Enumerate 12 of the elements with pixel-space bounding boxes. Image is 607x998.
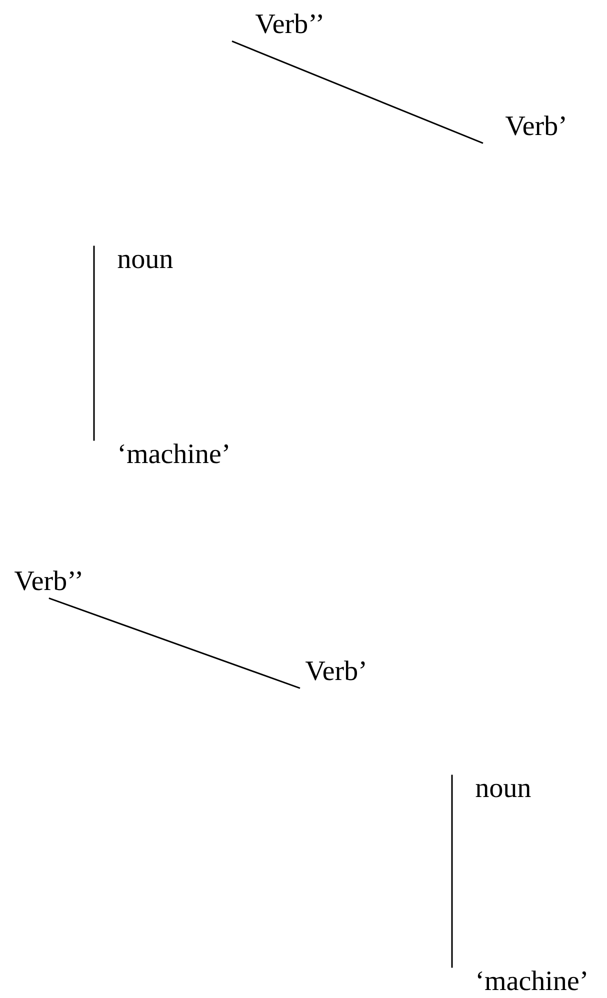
tree-label: noun [118, 254, 173, 268]
tree-label: Verb’’ [256, 14, 322, 34]
branch-line [48, 598, 300, 689]
tree-label: Verb’ [306, 660, 365, 680]
tree-label: noun [476, 784, 531, 798]
branch-line [232, 40, 484, 144]
tree-label: Verb’’ [14, 570, 81, 590]
tree-label: ‘machine’ [478, 970, 586, 990]
tree-label: ‘machine’ [120, 444, 228, 464]
branch-line [451, 774, 453, 968]
branch-line [93, 246, 95, 441]
tree-label: Verb’ [506, 116, 565, 136]
